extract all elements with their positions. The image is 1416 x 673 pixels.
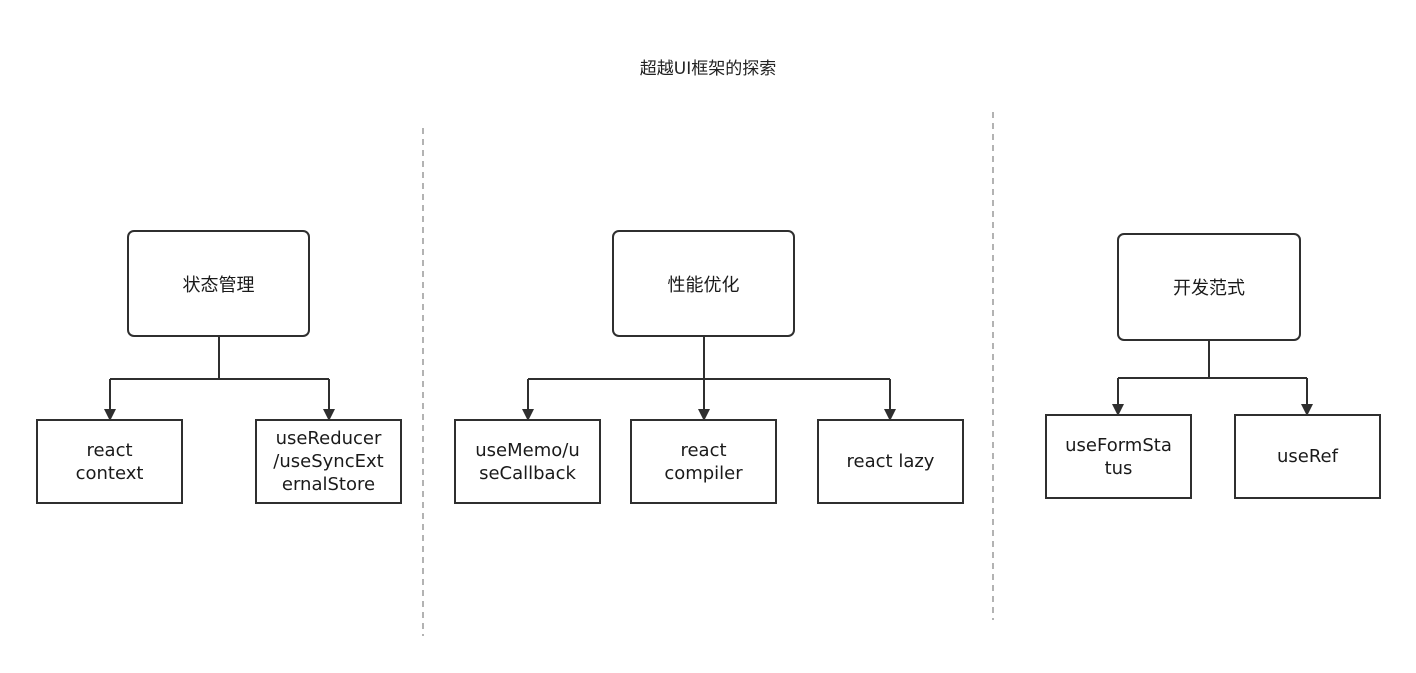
leaf-node-label: useReducer /useSyncExt ernalStore [273, 428, 384, 495]
root-node-performance: 性能优化 [612, 230, 795, 337]
root-node-label: 开发范式 [1173, 278, 1245, 299]
root-node-label: 状态管理 [182, 274, 255, 296]
leaf-node-label: useFormSta tus [1065, 434, 1172, 479]
leaf-node-label: useRef [1277, 446, 1338, 467]
leaf-node-label: react context [75, 439, 144, 484]
leaf-node-useformstatus: useFormSta tus [1045, 414, 1192, 499]
leaf-node-label: useMemo/u seCallback [475, 439, 580, 484]
leaf-node-usememo: useMemo/u seCallback [454, 419, 601, 504]
leaf-node-label: react lazy [846, 451, 935, 472]
root-node-dev-paradigm: 开发范式 [1117, 233, 1301, 341]
root-node-state-management: 状态管理 [127, 230, 310, 337]
root-node-label: 性能优化 [667, 274, 740, 296]
leaf-node-react-lazy: react lazy [817, 419, 964, 504]
connector-group-dev-paradigm [1112, 340, 1313, 416]
leaf-node-react-context: react context [36, 419, 183, 504]
connector-group-performance [522, 336, 896, 421]
leaf-node-label: react compiler [664, 439, 743, 484]
leaf-node-usereducer: useReducer /useSyncExt ernalStore [255, 419, 402, 504]
leaf-node-react-compiler: react compiler [630, 419, 777, 504]
diagram-title: 超越UI框架的探索 [639, 59, 777, 79]
leaf-node-useref: useRef [1234, 414, 1381, 499]
connector-group-state-management [104, 336, 335, 421]
